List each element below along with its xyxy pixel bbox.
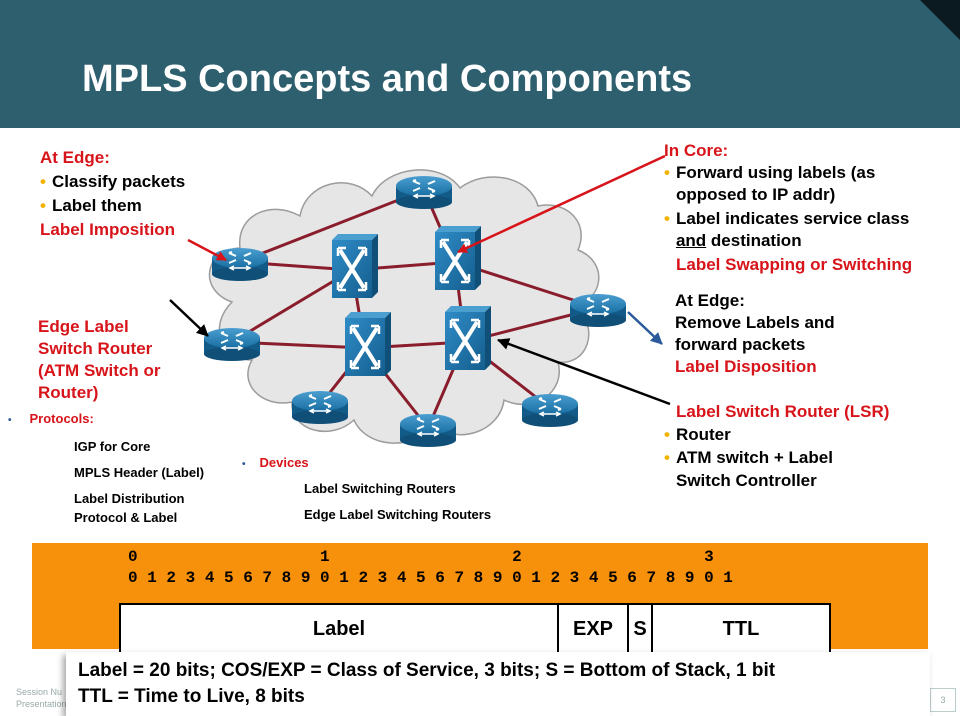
edge-in-item: •Label them <box>40 196 142 215</box>
bit-units-row: 0 1 2 3 4 5 6 7 8 9 0 1 2 3 4 5 6 7 8 9 … <box>128 569 733 587</box>
devices-label: •Devices <box>242 455 309 470</box>
atm-switch-3 <box>343 310 393 378</box>
arrow-lsr <box>497 338 671 406</box>
bullet-icon: • <box>664 448 670 467</box>
page-title: MPLS Concepts and Components <box>82 58 693 100</box>
protocol-item: Protocol & Label <box>74 510 178 525</box>
title-bar-corner <box>920 0 960 40</box>
edge-router-bottom-right <box>521 393 579 428</box>
field-s: S <box>629 605 653 653</box>
edge-in-heading: At Edge: <box>40 148 110 167</box>
edge-in-item: •Classify packets <box>40 172 186 191</box>
device-item: Edge Label Switching Routers <box>304 507 492 522</box>
arrow-edge-in <box>187 238 227 262</box>
core-router-top <box>395 175 453 210</box>
protocols-label: Protocols: <box>29 411 94 426</box>
device-item: Label Switching Routers <box>304 481 456 496</box>
arrow-edge-out <box>627 311 663 345</box>
bullet-icon: • <box>40 196 46 215</box>
arrow-core <box>457 154 666 254</box>
lsr-callout: Label Switch Router (LSR) •Router •ATM s… <box>664 402 890 490</box>
core-summary: Label Swapping or Switching <box>676 255 913 274</box>
bullet-icon: • <box>664 425 670 444</box>
field-ttl: TTL <box>722 617 760 640</box>
edge-out-summary: Label Disposition <box>675 357 817 376</box>
edge-router-left-top <box>211 247 269 282</box>
edge-in-callout: At Edge: •Classify packets •Label them L… <box>40 146 185 242</box>
protocols-list: • Protocols: <box>8 410 94 430</box>
mpls-label-fields: Label EXP S TTL <box>119 603 831 655</box>
core-heading: In Core: <box>664 141 729 160</box>
footer-session: Session Nu Presentation <box>16 687 67 709</box>
edge-lsr-callout: Edge Label Switch Router (ATM Switch or … <box>38 317 161 402</box>
bullet-icon: • <box>242 459 246 470</box>
bullet-icon: • <box>8 415 12 426</box>
atm-switch-4 <box>443 304 493 372</box>
field-legend-note: Label = 20 bits; COS/EXP = Class of Serv… <box>66 652 930 716</box>
bullet-icon: • <box>40 172 46 191</box>
bit-tens-row: 0 1 2 3 <box>128 548 714 566</box>
protocol-item: Label Distribution <box>74 491 185 506</box>
bullet-icon: • <box>664 209 670 228</box>
field-exp: EXP <box>559 605 629 653</box>
bullet-icon: • <box>664 163 670 182</box>
edge-out-callout: At Edge: Remove Labels and forward packe… <box>675 291 835 376</box>
edge-router-bottom <box>399 413 457 448</box>
edge-out-heading: At Edge: <box>675 291 745 310</box>
protocol-item: IGP for Core <box>74 439 151 454</box>
arrow-edge-lsr <box>169 299 209 337</box>
protocol-item: MPLS Header (Label) <box>74 465 205 480</box>
lsr-heading: Label Switch Router (LSR) <box>676 402 890 421</box>
atm-switch-2 <box>433 224 483 292</box>
title-bar <box>0 0 960 128</box>
edge-router-left <box>203 327 261 362</box>
page-number: 3 <box>930 688 956 712</box>
field-label: Label <box>121 605 559 653</box>
edge-router-right <box>569 293 627 328</box>
atm-switch-1 <box>330 232 380 300</box>
edge-router-bottom-left <box>291 390 349 425</box>
edge-in-summary: Label Imposition <box>40 220 176 239</box>
